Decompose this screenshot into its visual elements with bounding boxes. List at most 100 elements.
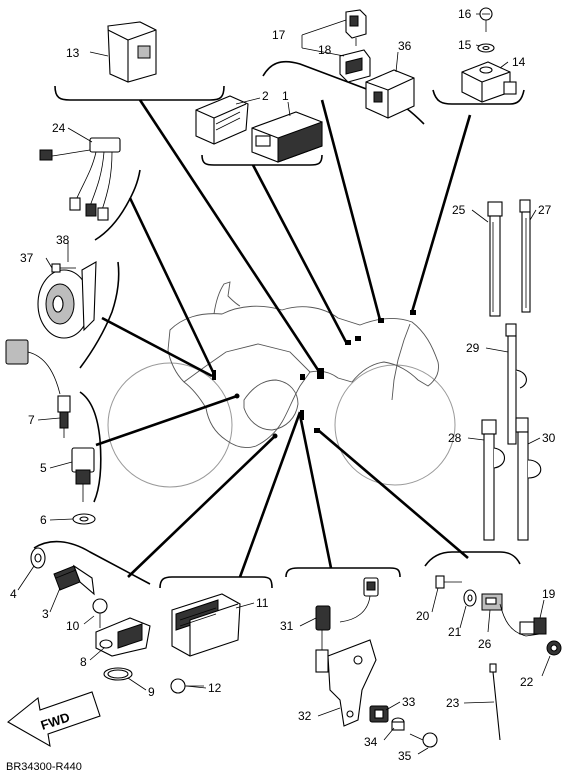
bracket-24 <box>94 169 141 241</box>
fork-outline <box>391 323 411 401</box>
callout-32: 32 <box>298 709 312 723</box>
part-33-damper <box>369 705 389 723</box>
part-1-ecu <box>251 111 323 163</box>
part-26-clamp <box>481 593 503 611</box>
part-31-sensor <box>315 577 379 673</box>
part-7-temperature-sensor <box>5 339 71 438</box>
callout-19: 19 <box>542 587 556 601</box>
callout-10: 10 <box>66 619 80 633</box>
callout-35: 35 <box>398 749 412 763</box>
bracket-11 <box>159 576 273 589</box>
part-24-wire-harness <box>39 137 121 221</box>
callout-7: 7 <box>28 413 35 427</box>
fwd-direction-arrow: FWD <box>7 691 101 748</box>
callout-33: 33 <box>402 695 416 709</box>
rear-wheel <box>107 362 233 488</box>
bracket-14 <box>432 89 525 105</box>
callout-3: 3 <box>42 607 49 621</box>
frame-outline <box>167 305 439 449</box>
callout-24: 24 <box>52 121 66 135</box>
part-9-o-ring <box>103 667 133 681</box>
part-27-cable-tie <box>519 199 531 313</box>
part-37-horn <box>37 261 97 339</box>
marker-rear <box>212 370 216 380</box>
part-21-washer <box>463 589 477 607</box>
callout-20: 20 <box>416 609 430 623</box>
part-29-cable-tie <box>505 323 527 445</box>
bracket-37 <box>79 261 120 369</box>
part-20-bolt <box>435 575 462 589</box>
bracket-17-36 <box>262 60 425 125</box>
subframe-outline <box>183 343 311 383</box>
bracket-31 <box>285 567 401 578</box>
marker-left <box>300 374 305 380</box>
location-markers <box>212 310 416 439</box>
part-11-rectifier-regulator <box>171 593 241 657</box>
part-15-washer <box>477 43 495 53</box>
part-3-sensor <box>53 564 95 596</box>
callout-leaders <box>17 13 551 755</box>
marker-ecu <box>345 340 351 345</box>
part-23-cable-tie <box>489 663 501 741</box>
callout-11: 11 <box>256 596 269 610</box>
bracket-13 <box>54 85 225 101</box>
marker-lower-right <box>314 428 320 433</box>
part-16-screw <box>479 7 493 32</box>
marker-sensor <box>410 310 416 315</box>
callout-36: 36 <box>398 39 412 53</box>
callout-2: 2 <box>262 89 269 103</box>
part-10-bolt <box>92 598 108 628</box>
bracket-1-2 <box>201 154 323 166</box>
callout-27: 27 <box>538 203 552 217</box>
callout-37: 37 <box>20 251 34 265</box>
part-14-sensor <box>461 61 517 103</box>
part-28-cable-tie <box>481 419 506 541</box>
callout-16: 16 <box>458 7 472 21</box>
callout-31: 31 <box>280 619 294 633</box>
callout-21: 21 <box>448 625 462 639</box>
motorcycle-outline <box>107 281 456 488</box>
callout-25: 25 <box>452 203 466 217</box>
part-17-relay-connector <box>345 9 367 46</box>
group-leaders <box>95 99 472 578</box>
part-8-speed-sensor <box>95 617 151 657</box>
part-6-washer <box>72 513 96 525</box>
tank-outline <box>213 281 241 315</box>
part-22-grommet <box>546 640 562 656</box>
callout-13: 13 <box>66 46 80 60</box>
part-19-harness-sensor <box>499 603 547 637</box>
callout-29: 29 <box>466 341 480 355</box>
part-2-cdi-unit <box>195 95 249 145</box>
callout-18: 18 <box>318 43 332 57</box>
callout-22: 22 <box>520 675 534 689</box>
part-25-cable-tie <box>487 201 503 317</box>
part-18-relay-clip <box>339 49 371 83</box>
marker-regulator <box>355 336 361 341</box>
callout-12: 12 <box>208 681 222 695</box>
callout-6: 6 <box>40 513 47 527</box>
part-13-connector-cover <box>107 21 157 83</box>
callout-30: 30 <box>542 431 556 445</box>
callout-14: 14 <box>512 55 526 69</box>
figure-code: BR34300-R440 <box>6 761 82 773</box>
callout-28: 28 <box>448 431 462 445</box>
callout-5: 5 <box>40 461 47 475</box>
part-4-washer <box>30 547 46 569</box>
bracket-19-26 <box>424 551 521 567</box>
front-wheel <box>334 364 456 486</box>
callout-8: 8 <box>80 655 87 669</box>
engine-outline <box>243 379 299 431</box>
marker-lower <box>300 410 304 420</box>
part-12-bolt <box>170 678 204 694</box>
bracket-5-7 <box>79 391 102 503</box>
part-5-sensor <box>71 447 95 502</box>
callout-34: 34 <box>364 735 378 749</box>
callout-9: 9 <box>148 685 155 699</box>
bracket-3-8 <box>33 540 151 585</box>
part-32-bracket <box>327 639 377 727</box>
part-36-relay <box>365 69 415 119</box>
part-30-cable-tie <box>515 417 542 541</box>
callout-38: 38 <box>56 233 70 247</box>
marker-center <box>317 368 324 379</box>
group-brackets <box>33 60 525 589</box>
